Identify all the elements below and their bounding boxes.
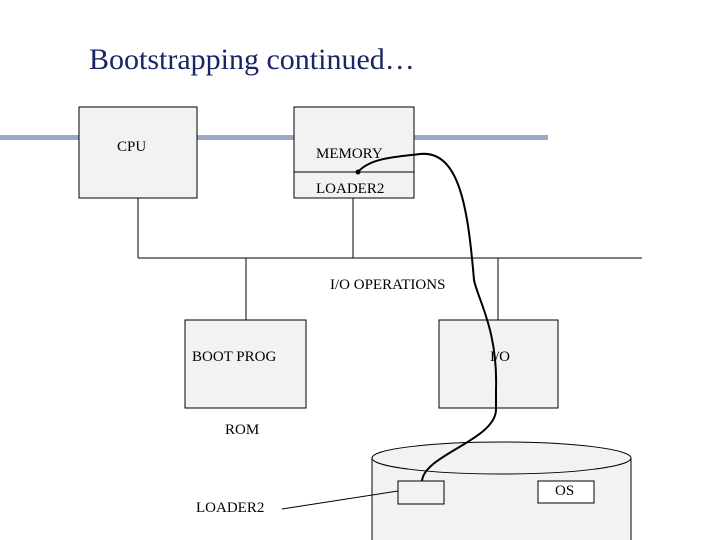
cpu-box xyxy=(78,106,198,199)
slide-title: Bootstrapping continued… xyxy=(89,43,415,76)
boot-prog-label: BOOT PROG xyxy=(192,349,277,365)
disk-loader-label: LOADER2 xyxy=(196,500,265,516)
load-path-curve xyxy=(357,152,498,482)
load-path-arrow-tip xyxy=(355,169,361,175)
memory-loader-label: LOADER2 xyxy=(316,181,385,197)
io-box xyxy=(438,319,559,409)
os-label: OS xyxy=(555,483,575,499)
rom-box xyxy=(184,319,307,409)
memory-label: MEMORY xyxy=(316,146,383,162)
cpu-label: CPU xyxy=(117,139,147,155)
rom-label: ROM xyxy=(225,422,260,438)
io-operations-label: I/O OPERATIONS xyxy=(330,277,446,293)
os-label-box xyxy=(537,480,595,504)
loader-leader-line xyxy=(281,490,399,510)
disk-loader-block xyxy=(397,480,445,505)
accent-bar xyxy=(0,135,548,140)
io-label: I/O xyxy=(490,349,510,365)
disk-top xyxy=(371,441,632,475)
memory-box xyxy=(293,106,415,199)
